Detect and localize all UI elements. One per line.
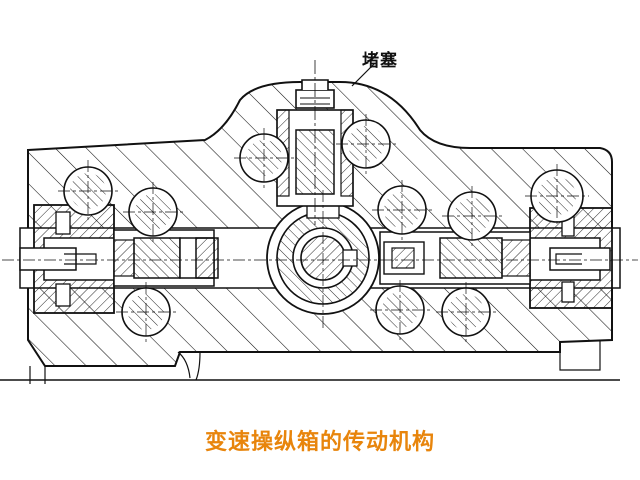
- plug-threads: [300, 97, 330, 105]
- center-foot: [177, 351, 201, 381]
- right-slider-ring-inner: [391, 247, 415, 269]
- right-slider-core: [439, 237, 503, 279]
- diagram-caption: 变速操纵箱的传动机构: [204, 430, 435, 455]
- left-screw-slot: [64, 253, 97, 265]
- left-nut-top: [55, 211, 71, 235]
- left-slider-core: [133, 237, 181, 279]
- left-nut-bottom: [55, 283, 71, 307]
- right-nut-bottom: [561, 281, 575, 303]
- right-screw-slot: [555, 253, 582, 265]
- right-screw: [549, 247, 611, 271]
- left-slider-hatch-strip: [113, 239, 135, 277]
- center-shaft-key: [342, 249, 358, 267]
- right-foot: [559, 340, 601, 371]
- centerlines: [2, 114, 638, 342]
- left-slider-end: [195, 237, 219, 279]
- right-slider-strip: [501, 239, 531, 277]
- plug-leader-line: [351, 63, 375, 87]
- left-screw: [19, 247, 77, 271]
- left-foot: [29, 366, 46, 384]
- plug-label: 堵塞: [362, 51, 398, 71]
